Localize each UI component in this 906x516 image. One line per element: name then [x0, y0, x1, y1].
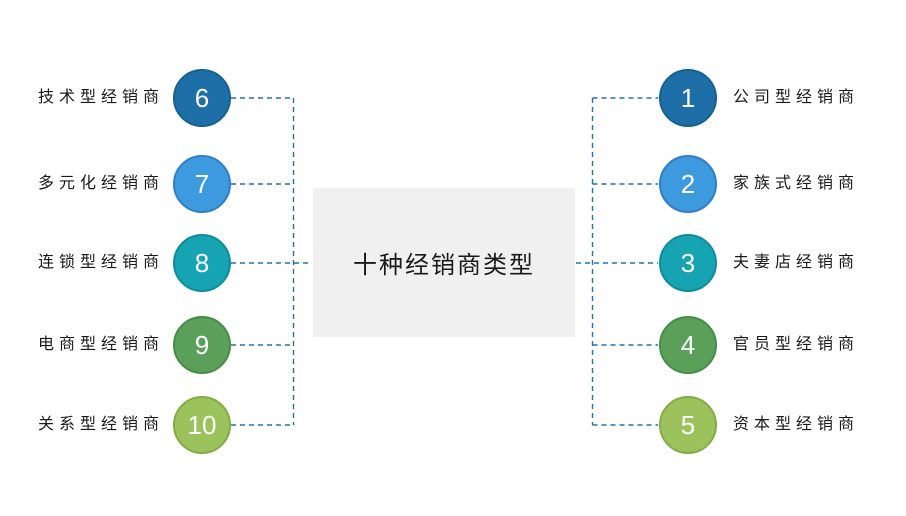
circle-5-number: 5 — [680, 410, 696, 440]
circle-8-number: 8 — [194, 248, 210, 278]
circle-1: 1 — [659, 69, 717, 127]
circle-7: 7 — [173, 155, 231, 213]
circle-5: 5 — [659, 396, 717, 454]
circle-2: 2 — [659, 155, 717, 213]
circle-6: 6 — [173, 69, 231, 127]
label-mom-and-pop-distributor: 夫妻店经销商 — [733, 254, 860, 271]
circle-3: 3 — [659, 234, 717, 292]
label-relationship-distributor: 关系型经销商 — [37, 416, 164, 433]
circle-6-number: 6 — [194, 83, 210, 113]
circle-7-number: 7 — [194, 169, 210, 199]
label-official-distributor: 官员型经销商 — [733, 336, 860, 353]
label-capital-distributor: 资本型经销商 — [733, 416, 860, 433]
circle-1-number: 1 — [680, 83, 696, 113]
label-technical-distributor: 技术型经销商 — [37, 89, 164, 106]
circle-4: 4 — [659, 316, 717, 374]
label-chain-distributor: 连锁型经销商 — [37, 254, 164, 271]
circle-2-number: 2 — [680, 169, 696, 199]
label-company-distributor: 公司型经销商 — [733, 89, 860, 106]
center-topic-title: 十种经销商类型 — [353, 252, 535, 279]
center-topic-box: 十种经销商类型 — [313, 188, 575, 337]
label-ecommerce-distributor: 电商型经销商 — [37, 336, 164, 353]
circle-3-number: 3 — [680, 248, 696, 278]
circle-4-number: 4 — [680, 330, 696, 360]
label-family-distributor: 家族式经销商 — [733, 175, 860, 192]
circle-8: 8 — [173, 234, 231, 292]
circle-10-number: 10 — [187, 410, 217, 440]
circle-10: 10 — [173, 396, 231, 454]
circle-9: 9 — [173, 316, 231, 374]
label-diversified-distributor: 多元化经销商 — [37, 175, 164, 192]
circle-9-number: 9 — [194, 330, 210, 360]
